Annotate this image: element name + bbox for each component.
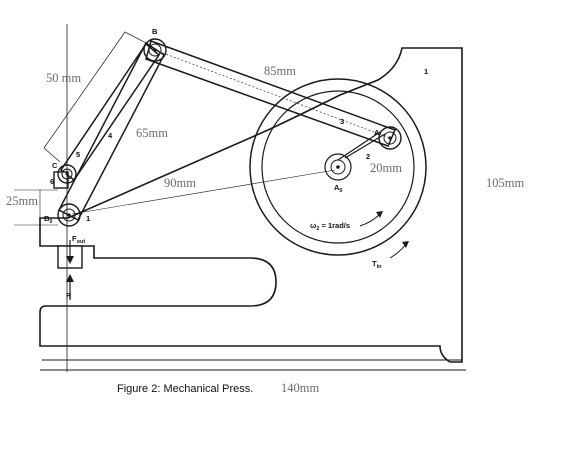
pivot-A xyxy=(378,126,402,150)
press-frame xyxy=(39,47,463,363)
connecting-rod-3 xyxy=(145,40,397,147)
dim-50-lines xyxy=(43,31,149,163)
label-B0: B0 xyxy=(44,214,52,225)
dim-90-line xyxy=(71,169,336,215)
dim-140: 140mm xyxy=(281,381,319,395)
label-B: B xyxy=(152,27,158,36)
dim-20: 20mm xyxy=(370,161,402,175)
label-Tin: Tin xyxy=(372,259,382,270)
link-4 xyxy=(57,41,165,222)
pivot-B xyxy=(143,38,167,62)
label-omega: ω2 = 1rad/s xyxy=(310,221,350,232)
dim-85: 85mm xyxy=(264,64,296,78)
force-out-arrow xyxy=(66,240,74,264)
label-C: C xyxy=(52,161,58,170)
crank-wheel xyxy=(249,78,427,256)
dim-90: 90mm xyxy=(164,176,196,190)
label-A: A xyxy=(374,128,380,137)
label-n1-frame: 1 xyxy=(424,67,428,76)
dim-25: 25mm xyxy=(6,194,38,208)
torque-arrow xyxy=(389,241,409,259)
dim-65: 65mm xyxy=(136,126,168,140)
pivot-B0 xyxy=(57,203,81,227)
label-R: R xyxy=(66,291,72,300)
dim-105: 105mm xyxy=(486,176,524,190)
label-n1-pivot: 1 xyxy=(86,214,90,223)
omega-arrow xyxy=(359,211,383,227)
label-A0: A0 xyxy=(334,183,342,194)
figure-caption: Figure 2: Mechanical Press. xyxy=(117,383,253,395)
label-n2: 2 xyxy=(366,152,370,161)
label-n3: 3 xyxy=(340,117,344,126)
label-Fout: Fout xyxy=(72,234,85,245)
reaction-arrow xyxy=(66,274,74,300)
dim-25-lines xyxy=(14,189,58,226)
label-n6: 6 xyxy=(50,177,54,186)
label-n4: 4 xyxy=(108,131,113,140)
dim-50: 50 mm xyxy=(46,71,81,85)
label-n5: 5 xyxy=(76,150,80,159)
